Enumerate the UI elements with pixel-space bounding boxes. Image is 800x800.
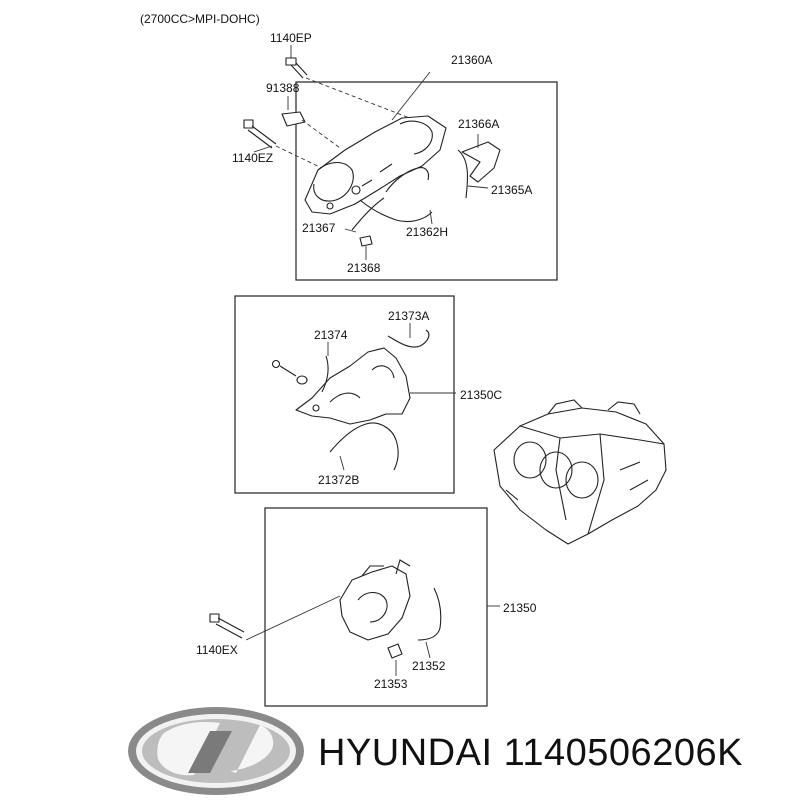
bolt-1140EP <box>285 45 421 123</box>
label-1140EP: 1140EP <box>270 31 312 45</box>
cover-21350C <box>295 347 456 425</box>
label-21372B: 21372B <box>318 473 359 487</box>
engine-block <box>493 399 667 545</box>
label-21365A: 21365A <box>491 183 532 197</box>
upper-timing-cover-21360A <box>304 71 447 215</box>
gasket-21362H <box>359 167 433 225</box>
label-21366A: 21366A <box>458 117 499 131</box>
bolt-and-washer <box>271 359 308 385</box>
label-91388: 91388 <box>266 81 300 95</box>
clip-21368 <box>359 235 373 260</box>
middle-cover-group-box <box>234 295 455 494</box>
gasket-21352 <box>417 587 442 659</box>
label-21367: 21367 <box>302 221 336 235</box>
gasket-21367 <box>344 197 385 233</box>
hyundai-logo-icon <box>128 707 304 795</box>
clip-21353 <box>387 643 403 676</box>
gasket-21365A <box>457 149 489 199</box>
lower-cover-group-box <box>264 507 488 707</box>
label-21360A: 21360A <box>451 53 492 67</box>
label-21352: 21352 <box>412 659 446 673</box>
gasket-21372B <box>329 422 399 471</box>
upper-cover-group-box <box>295 81 558 281</box>
lower-cover-21350 <box>339 559 500 641</box>
label-21362H: 21362H <box>406 225 448 239</box>
gasket-21374 <box>321 342 329 393</box>
gasket-21373A <box>387 323 430 348</box>
label-21350: 21350 <box>503 601 537 615</box>
label-21350C: 21350C <box>460 388 502 402</box>
label-21368: 21368 <box>347 261 381 275</box>
bolt-1140EX <box>209 595 341 641</box>
label-1140EX: 1140EX <box>196 643 238 657</box>
label-21374: 21374 <box>314 328 348 342</box>
engine-note: (2700CC>MPI-DOHC) <box>140 12 260 26</box>
washer-91388 <box>281 96 341 149</box>
label-21373A: 21373A <box>388 309 429 323</box>
brand-part-number: HYUNDAI 1140506206K <box>318 732 743 774</box>
label-1140EZ: 1140EZ <box>232 151 273 165</box>
cover-21366A <box>461 134 501 183</box>
label-21353: 21353 <box>374 677 408 691</box>
